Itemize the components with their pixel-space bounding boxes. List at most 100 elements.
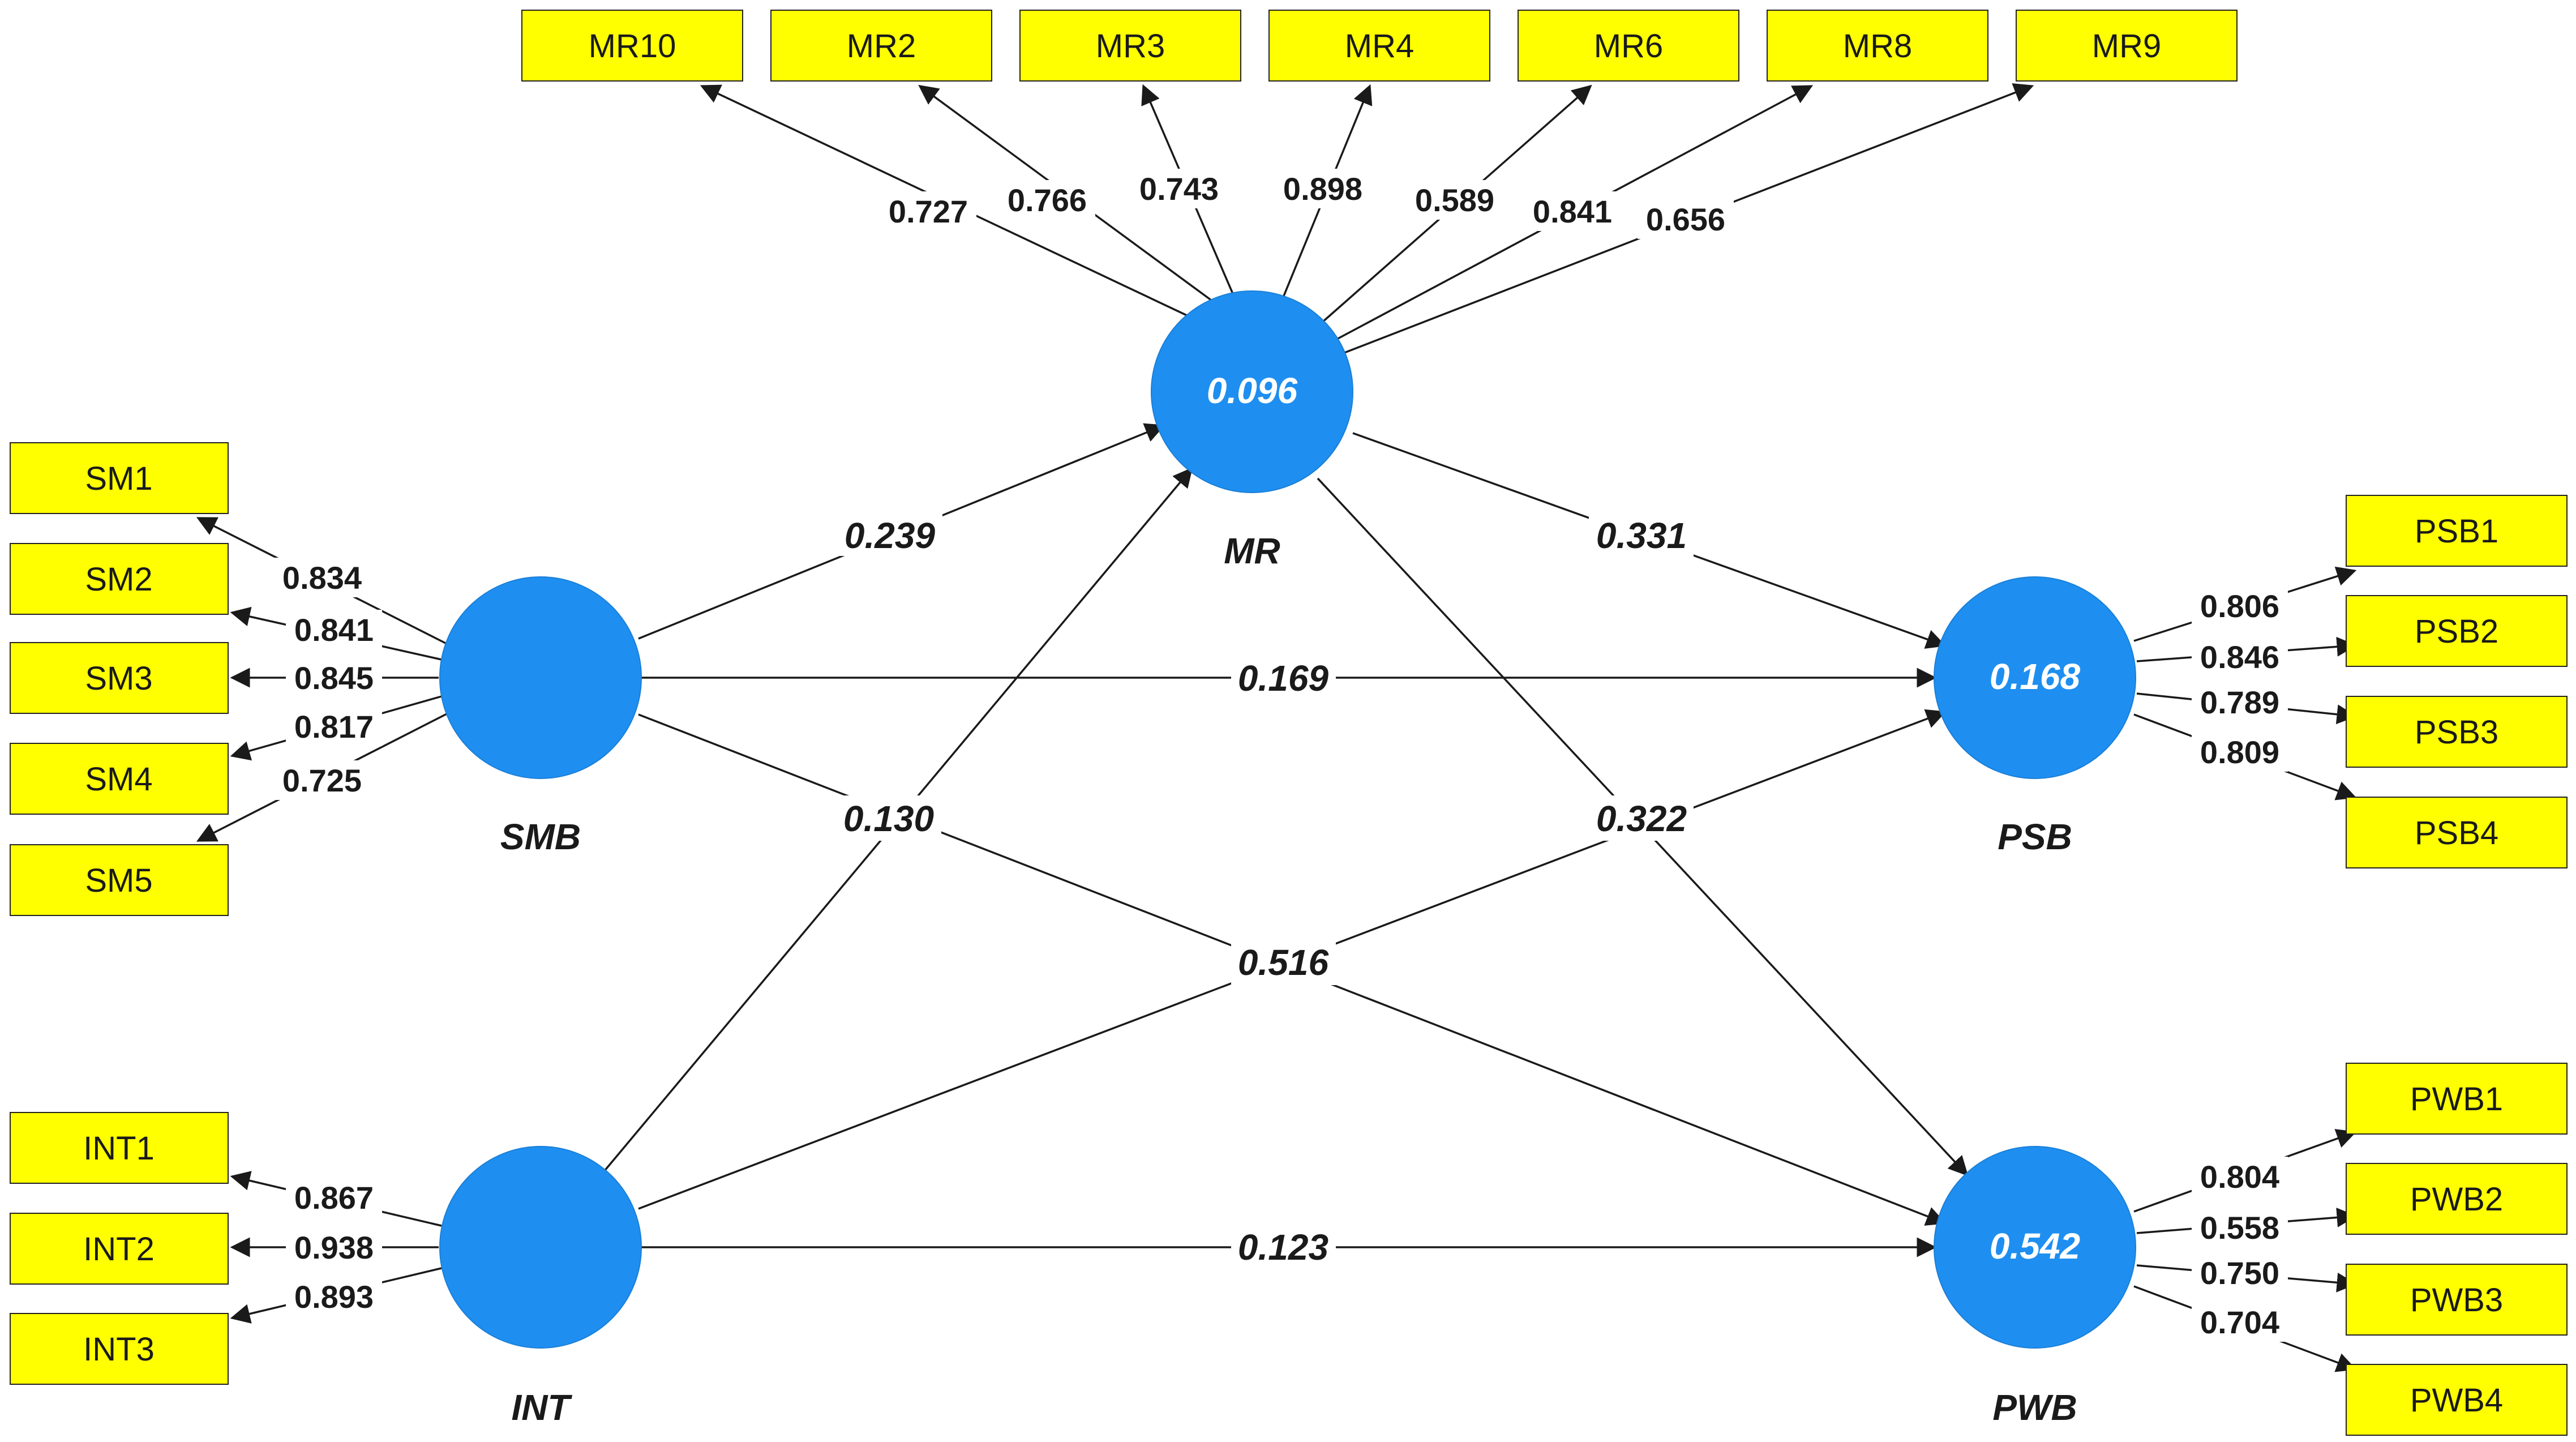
indicator-box-pwb2[interactable]: PWB2 — [2346, 1163, 2568, 1235]
loading-value-sm4: 0.817 — [294, 709, 374, 744]
loading-value-pwb2: 0.558 — [2200, 1210, 2279, 1246]
indicator-box-psb1[interactable]: PSB1 — [2346, 495, 2568, 567]
loading-value-mr6: 0.589 — [1415, 182, 1494, 218]
loading-value-mr3: 0.743 — [1139, 171, 1219, 207]
indicator-box-mr9[interactable]: MR9 — [2016, 10, 2238, 82]
r-squared-value: 0.096 — [1207, 370, 1298, 411]
path-coef-smb-psb: 0.169 — [1238, 658, 1329, 699]
loading-value-sm5: 0.725 — [282, 763, 362, 798]
indicator-label: SM2 — [85, 561, 152, 598]
indicator-box-psb2[interactable]: PSB2 — [2346, 595, 2568, 667]
loading-value-int3: 0.893 — [294, 1279, 374, 1315]
indicator-label: MR9 — [2092, 28, 2161, 65]
indicator-label: PSB4 — [2415, 815, 2498, 851]
indicator-box-mr4[interactable]: MR4 — [1268, 10, 1490, 82]
indicator-box-int1[interactable]: INT1 — [10, 1112, 229, 1184]
indicator-label: INT3 — [83, 1331, 155, 1368]
loading-value-psb2: 0.846 — [2200, 639, 2279, 675]
indicator-box-psb3[interactable]: PSB3 — [2346, 696, 2568, 768]
indicator-label: MR8 — [1843, 28, 1912, 65]
indicator-box-mr10[interactable]: MR10 — [521, 10, 743, 82]
indicator-box-sm5[interactable]: SM5 — [10, 844, 229, 916]
indicator-label: MR10 — [589, 28, 676, 65]
path-coef-int-pwb: 0.123 — [1238, 1227, 1328, 1268]
construct-name-pwb: PWB — [1992, 1387, 2077, 1428]
indicator-label: MR3 — [1096, 28, 1165, 65]
indicator-box-psb4[interactable]: PSB4 — [2346, 797, 2568, 868]
construct-circle — [439, 1146, 642, 1349]
indicator-box-sm1[interactable]: SM1 — [10, 442, 229, 514]
loading-value-sm1: 0.834 — [282, 560, 362, 596]
construct-node-smb[interactable] — [439, 576, 642, 779]
indicator-label: PWB3 — [2410, 1282, 2503, 1319]
indicator-label: INT1 — [83, 1130, 155, 1167]
path-coef-smb-pwb: 0.130 — [843, 798, 934, 839]
indicator-label: PWB2 — [2410, 1181, 2503, 1218]
loading-value-psb4: 0.809 — [2200, 734, 2279, 770]
path-label-int-mr — [837, 803, 941, 804]
indicator-box-mr8[interactable]: MR8 — [1767, 10, 1988, 82]
construct-circle — [1151, 290, 1353, 493]
construct-name-psb: PSB — [1998, 816, 2072, 857]
path-coef-int-psb: 0.516 — [1238, 942, 1329, 983]
loading-value-mr10: 0.727 — [889, 194, 968, 229]
indicator-box-pwb4[interactable]: PWB4 — [2346, 1364, 2568, 1436]
path-coef-smb-mr: 0.239 — [845, 515, 936, 556]
construct-node-int[interactable] — [439, 1146, 642, 1349]
loading-value-int2: 0.938 — [294, 1230, 374, 1265]
path-coef-mr-psb: 0.331 — [1596, 515, 1687, 556]
path-coef-mr-pwb: 0.322 — [1596, 798, 1687, 839]
indicator-label: SM1 — [85, 460, 152, 497]
indicator-label: PSB1 — [2415, 513, 2498, 550]
construct-nodes: 0.096 0.168 0.542 — [439, 290, 2136, 1349]
construct-circle — [1934, 1146, 2136, 1349]
indicator-label: MR2 — [847, 28, 916, 65]
indicator-box-sm3[interactable]: SM3 — [10, 642, 229, 714]
indicator-box-mr6[interactable]: MR6 — [1518, 10, 1739, 82]
loading-value-mr8: 0.841 — [1533, 194, 1612, 229]
construct-name-mr: MR — [1224, 530, 1280, 571]
construct-name-int: INT — [511, 1387, 572, 1428]
indicator-box-mr3[interactable]: MR3 — [1019, 10, 1241, 82]
indicator-box-int2[interactable]: INT2 — [10, 1213, 229, 1285]
indicator-label: MR4 — [1345, 28, 1414, 65]
indicator-label: PSB3 — [2415, 714, 2498, 751]
indicator-boxes: MR10 MR2 MR3 MR4 MR6 MR8 MR9 SM1 — [10, 10, 2568, 1436]
indicator-box-mr2[interactable]: MR2 — [770, 10, 992, 82]
loading-labels: 0.727 0.766 0.743 0.898 0.589 0.841 0.65… — [274, 169, 2288, 1342]
indicator-label: PWB4 — [2410, 1382, 2503, 1419]
inner-edges — [603, 423, 1969, 1257]
indicator-box-pwb3[interactable]: PWB3 — [2346, 1264, 2568, 1336]
construct-circle — [439, 576, 642, 779]
indicator-box-int3[interactable]: INT3 — [10, 1313, 229, 1385]
construct-name-smb: SMB — [500, 816, 581, 857]
indicator-label: PWB1 — [2410, 1081, 2503, 1118]
loading-value-pwb4: 0.704 — [2200, 1304, 2279, 1340]
loading-value-pwb3: 0.750 — [2200, 1255, 2279, 1291]
construct-node-psb[interactable]: 0.168 — [1934, 576, 2136, 779]
indicator-label: MR6 — [1594, 28, 1663, 65]
indicator-label: SM4 — [85, 761, 152, 798]
r-squared-value: 0.168 — [1990, 656, 2081, 697]
indicator-label: SM3 — [85, 660, 152, 697]
loading-value-psb1: 0.806 — [2200, 588, 2279, 624]
r-squared-value: 0.542 — [1990, 1226, 2080, 1266]
loading-value-psb3: 0.789 — [2200, 684, 2279, 720]
loading-value-mr9: 0.656 — [1646, 202, 1725, 237]
construct-names: MR SMB INT PSB PWB — [500, 530, 2077, 1428]
indicator-box-sm4[interactable]: SM4 — [10, 743, 229, 815]
indicator-box-pwb1[interactable]: PWB1 — [2346, 1063, 2568, 1135]
loading-value-mr4: 0.898 — [1283, 171, 1362, 207]
loading-value-int1: 0.867 — [294, 1180, 374, 1216]
construct-node-pwb[interactable]: 0.542 — [1934, 1146, 2136, 1349]
path-labels: 0.239 0.169 0.130 0.516 0.123 0.331 0.32… — [837, 511, 1694, 1271]
construct-node-mr[interactable]: 0.096 — [1151, 290, 1353, 493]
loading-value-sm3: 0.845 — [294, 660, 374, 696]
indicator-label: SM5 — [85, 862, 152, 899]
indicator-label: INT2 — [83, 1231, 155, 1268]
indicator-label: PSB2 — [2415, 613, 2498, 650]
loading-value-sm2: 0.841 — [294, 612, 374, 648]
loading-value-mr2: 0.766 — [1008, 182, 1087, 218]
indicator-box-sm2[interactable]: SM2 — [10, 543, 229, 615]
